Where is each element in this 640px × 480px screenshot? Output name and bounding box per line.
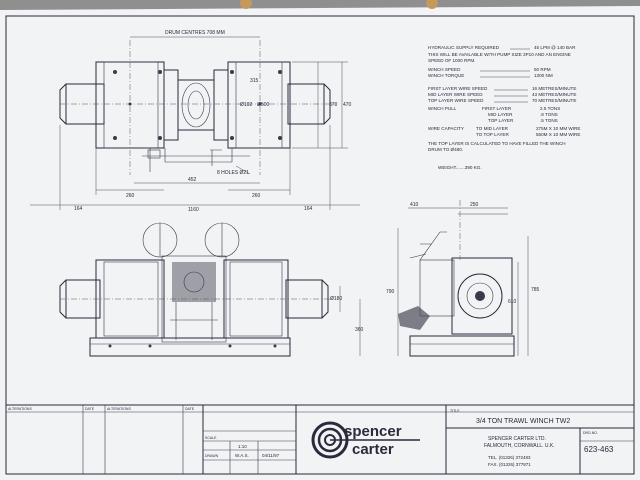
dim-315: 315 [250,78,259,84]
tb-scale-value: 1:10 [238,444,247,449]
spec-top-wire-value: 70 METRES/MINUTE [532,98,576,103]
dim-610: 610 [508,299,517,305]
spec-hyd-label: HYDRAULIC SUPPLY REQUIRED [428,45,500,50]
binder-hole-right [426,0,438,9]
spec-calc-note2: DRUM TO Ø480. [428,147,463,152]
tb-label-alterations-1: ALTERATIONS [8,407,32,411]
dim-dia-500: Ø500 [257,102,269,108]
company-fax: FAX. (01326) 377871 [488,462,531,467]
tb-title-label: TITLE [450,409,460,413]
tb-date-value: 04/11/97 [262,453,280,458]
spec-cap-mid-label: TO MID LAYER [476,126,509,131]
company-logo: spencer carter [311,421,420,459]
spec-cap-mid-value: 275M X 10 MM WIRE [536,126,580,131]
company-tel: TEL. (01326) 372483 [488,455,531,460]
company-address: FALMOUTH, CORNWALL. U.K. [484,443,555,449]
top-view [30,36,360,210]
spec-mid-wire-value: 43 METRES/MINUTE [532,92,576,97]
spec-first-wire-value: 16 METRES/MINUTE [532,86,576,91]
spec-notes: HYDRAULIC SUPPLY REQUIRED 45 LPM @ 140 B… [428,45,580,170]
dim-164-left: 164 [74,206,83,212]
dim-370: 370 [329,102,338,108]
company-name: SPENCER CARTER LTD. [488,436,546,442]
dim-360: 360 [355,327,364,333]
spec-speed-label: WINCH SPEED [428,67,461,72]
tb-drawn-label: DRAWN [205,454,219,458]
spec-pull-mid-label: MID LAYER [488,112,513,117]
tb-label-date-1: DATE [85,407,95,411]
dim-790: 790 [386,289,395,295]
spec-pull-top-label: TOP LAYER [488,118,514,123]
spec-speed-value: 50 RPM [534,67,551,72]
drawing-number: 623-463 [584,445,614,454]
drawing-title: 3/4 TON TRAWL WINCH TW2 [476,418,570,425]
spec-hyd-value: 45 LPM @ 140 BAR [534,45,576,50]
dim-470: 470 [343,102,352,108]
spec-mid-wire-label: MID LAYER WIRE SPEED [428,92,483,97]
paper [0,6,640,480]
dim-260-right: 260 [252,193,261,199]
tb-scale-label: SCALE [205,436,217,440]
spec-cap-top-label: TO TOP LAYER [476,132,509,137]
spec-hyd-note2: SPEED OF 1000 RPM. [428,58,476,63]
dim-164-right: 164 [304,206,313,212]
tb-label-alterations-2: ALTERATIONS [107,407,131,411]
spec-pull-top-value: .5 TONS [540,118,558,123]
spec-top-wire-label: TOP LAYER WIRE SPEED [428,98,484,103]
spec-hyd-note1: THIS WILL BE AVAILABLE WITH PUMP SIZE 3P… [428,52,571,57]
logo-text-top: spencer [344,423,402,440]
dim-bore-102: Ø102 [240,102,252,108]
dim-260-left: 260 [126,193,135,199]
dim-785: 785 [531,287,540,293]
spec-pull-label: WINCH PULL [428,106,457,111]
dim-bolt-holes: 8 HOLES Ø21 [217,170,249,176]
spec-pull-first-value: 2.5 TONS [540,106,560,111]
title-block [5,404,635,475]
binder-hole-left [240,0,252,9]
dim-452: 452 [188,177,197,183]
spec-first-wire-label: FIRST LAYER WIRE SPEED [428,86,488,91]
spec-pull-first-label: FIRST LAYER [482,106,512,111]
spec-pull-mid-value: .8 TONS [540,112,558,117]
tb-label-date-2: DATE [185,407,195,411]
spec-weight: WEIGHT.......390 KG. [438,165,482,170]
dim-410: 410 [410,202,419,208]
dim-shaft-180: Ø180 [330,296,342,302]
spec-cap-label: WIRE CAPACITY [428,126,464,131]
spec-cap-top-value: 550M X 10 MM WIRE [536,132,580,137]
tb-drg-label: DRG.NO. [583,431,598,435]
side-elevation [397,200,529,357]
front-elevation [59,222,361,357]
spec-torque-value: 1300 NM [534,73,553,78]
spec-calc-note1: THE TOP LAYER IS CALCULATED TO HAVE FILL… [428,141,566,146]
tb-drawn-initials: W.A.S. [235,453,249,458]
dim-1160: 1160 [188,207,199,213]
dim-drum-centres: DRUM CENTRES 708 MM [165,30,225,36]
logo-text-bottom: carter [352,441,394,458]
dim-250: 250 [470,202,479,208]
spec-torque-label: WINCH TORQUE [428,73,464,78]
